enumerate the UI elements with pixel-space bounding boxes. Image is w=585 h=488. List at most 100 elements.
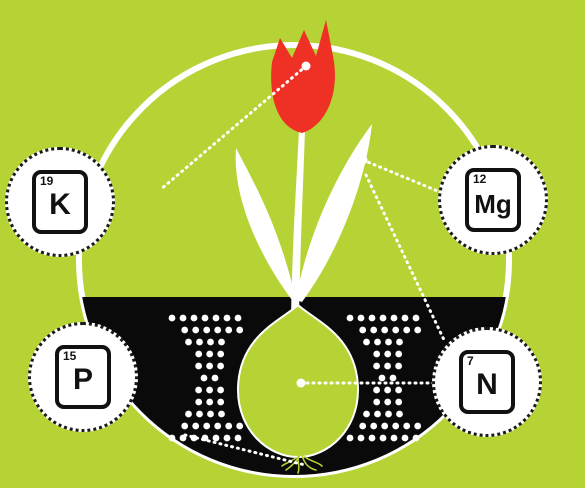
soil-dot <box>200 374 208 382</box>
soil-dot <box>225 326 233 334</box>
soil-dot <box>203 422 211 430</box>
soil-dot <box>359 422 367 430</box>
soil-dot <box>370 422 378 430</box>
soil-dot <box>179 314 187 322</box>
soil-dot <box>192 326 200 334</box>
soil-dot <box>384 350 392 358</box>
soil-dot <box>192 422 200 430</box>
soil-dot <box>234 314 242 322</box>
soil-dot <box>368 314 376 322</box>
potassium-atomic-number: 19 <box>40 174 54 188</box>
soil-dot <box>363 338 370 346</box>
soil-dot <box>181 422 189 430</box>
soil-dot <box>234 434 242 442</box>
soil-dot <box>403 326 411 334</box>
soil-dot <box>392 326 400 334</box>
soil-dot <box>195 398 203 406</box>
soil-dot <box>217 398 225 406</box>
soil-dot <box>395 398 403 406</box>
tulip-flower <box>271 20 335 133</box>
soil-dot <box>392 422 400 430</box>
soil-dot <box>384 362 391 370</box>
soil-dot <box>395 350 403 358</box>
phosphorus-badge: 15 P <box>28 322 138 432</box>
soil-dot <box>373 362 380 370</box>
soil-dot <box>346 434 354 442</box>
soil-dot <box>181 326 189 334</box>
soil-dot <box>236 326 244 334</box>
soil-dot <box>195 362 203 370</box>
soil-dot <box>373 398 381 406</box>
soil-dot <box>196 338 203 346</box>
tulip-stem <box>291 130 305 320</box>
soil-dot <box>223 434 231 442</box>
soil-dot <box>374 410 381 418</box>
soil-dot <box>363 410 370 418</box>
soil-dot <box>207 338 214 346</box>
soil-dot <box>384 398 392 406</box>
soil-dot <box>218 338 225 346</box>
soil-dot <box>185 410 192 418</box>
soil-dot <box>225 422 233 430</box>
soil-dot <box>217 350 225 358</box>
soil-dot <box>201 314 209 322</box>
soil-dot <box>195 350 203 358</box>
magnesium-tile: 12 Mg <box>465 168 521 232</box>
soil-dot <box>206 386 214 394</box>
soil-dot <box>195 386 203 394</box>
soil-dot <box>218 410 225 418</box>
phosphorus-atomic-number: 15 <box>63 349 77 363</box>
phosphorus-symbol: P <box>72 363 93 396</box>
potassium-badge: 19 K <box>5 147 115 257</box>
soil-dot <box>379 434 387 442</box>
soil-particles <box>168 314 422 442</box>
soil-dot <box>206 398 214 406</box>
soil-dot <box>373 386 380 394</box>
potassium-tile: 19 K <box>32 170 88 234</box>
soil-dot <box>196 410 203 418</box>
soil-dot <box>396 338 403 346</box>
soil-dot <box>412 434 420 442</box>
magnesium-atomic-number: 12 <box>473 172 487 186</box>
soil-dot <box>212 314 220 322</box>
soil-dot <box>385 410 392 418</box>
soil-dot <box>236 422 244 430</box>
soil-dot <box>357 434 365 442</box>
left-leaf <box>235 148 296 300</box>
soil-dot <box>211 374 219 382</box>
soil-dot <box>414 326 422 334</box>
soil-dot <box>357 314 365 322</box>
soil-dot <box>395 386 402 394</box>
nitrogen-tile: 7 N <box>459 350 515 414</box>
soil-dot <box>390 314 398 322</box>
soil-dot <box>346 314 354 322</box>
soil-dot <box>190 314 198 322</box>
nitrogen-badge: 7 N <box>432 327 542 437</box>
soil-dot <box>403 422 411 430</box>
soil-dot <box>223 314 231 322</box>
soil-dot <box>212 434 220 442</box>
nitrogen-symbol: N <box>476 368 498 401</box>
soil-dot <box>374 338 381 346</box>
soil-dot <box>217 386 225 394</box>
tulip-roots <box>281 454 323 474</box>
soil-dot <box>412 314 420 322</box>
soil-dot <box>390 434 398 442</box>
soil-dot <box>206 350 214 358</box>
soil-dot <box>379 314 387 322</box>
soil-dot <box>214 326 222 334</box>
magnesium-symbol: Mg <box>474 189 512 219</box>
soil-dot <box>217 362 225 370</box>
soil-dot <box>359 326 367 334</box>
soil-dot <box>378 374 386 382</box>
soil-dot <box>395 362 402 370</box>
nitrogen-atomic-number: 7 <box>467 354 474 368</box>
soil-dot <box>168 434 176 442</box>
connector-dots <box>296 61 368 388</box>
soil-dot <box>214 422 222 430</box>
soil-dot <box>401 314 409 322</box>
connector-lines <box>158 64 447 467</box>
potassium-symbol: K <box>49 188 71 221</box>
